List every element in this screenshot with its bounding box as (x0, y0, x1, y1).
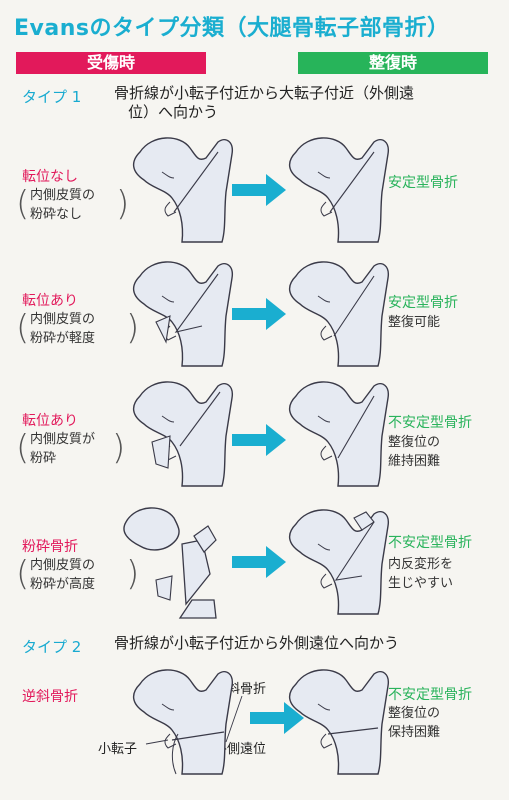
row4-condition: 粉砕骨折 (22, 539, 78, 555)
row4-injury-femur (123, 507, 217, 619)
row4-note2: 生じやすい (388, 576, 454, 591)
reduction-header: 整復時 (298, 52, 488, 74)
row2-subtext: 内側皮質の 粉砕が軽度 (30, 310, 95, 348)
row3-arrow-icon (232, 424, 286, 456)
row3-reduced-femur (288, 381, 390, 487)
row3-condition: 転位あり (22, 413, 78, 429)
row3-sub1: 内側皮質が (30, 432, 96, 447)
row4-note1: 内反変形を (388, 557, 454, 572)
type2-note1: 整復位の (388, 706, 441, 721)
row3-note: 整復位の 維持困難 (388, 433, 440, 471)
row1-close-paren: ) (116, 184, 130, 224)
type1-desc-line2: 位）へ向かう (128, 103, 219, 121)
row1-subtext: 内側皮質の 粉砕なし (30, 186, 95, 224)
row2-sub1: 内側皮質の (30, 312, 96, 327)
type1-desc-line1: 骨折線が小転子付近から大転子付近（外側遠 (114, 84, 415, 102)
row3-injury-femur (132, 381, 234, 487)
page-title: Evansのタイプ分類（大腿骨転子部骨折） (14, 16, 450, 41)
type2-condition: 逆斜骨折 (22, 689, 78, 705)
type2-note: 整復位の 保持困難 (388, 704, 440, 742)
row1-result: 安定型骨折 (388, 175, 458, 191)
callout-lateral-distal: 外側遠位 (214, 742, 267, 757)
row1-open-paren: ( (16, 184, 30, 224)
row4-open-paren: ( (16, 554, 30, 594)
type2-reduced-femur (288, 669, 390, 775)
type2-description: 骨折線が小転子付近から外側遠位へ向かう (114, 634, 400, 652)
row1-condition: 転位なし (22, 169, 78, 185)
row3-result: 不安定型骨折 (388, 415, 472, 431)
row2-note1: 整復可能 (388, 315, 441, 330)
row2-condition: 転位あり (22, 293, 78, 309)
row2-note: 整復可能 (388, 313, 440, 332)
row4-note: 内反変形を 生じやすい (388, 555, 453, 593)
row2-sub2: 粉砕が軽度 (30, 331, 96, 346)
row1-arrow-icon (232, 174, 286, 206)
callout-lesser-trochanter: 小転子 (98, 742, 138, 757)
row2-close-paren: ) (126, 308, 140, 348)
row1-sub1: 内側皮質の (30, 188, 96, 203)
type1-description: 骨折線が小転子付近から大転子付近（外側遠 位）へ向かう (114, 84, 499, 122)
row3-close-paren: ) (112, 428, 126, 468)
row2-reduced-femur (288, 261, 390, 367)
row3-note2: 維持困難 (388, 454, 441, 469)
row1-injury-femur (132, 137, 234, 243)
row2-open-paren: ( (16, 308, 30, 348)
type2-label: タイプ 2 (22, 638, 82, 656)
row2-arrow-icon (232, 298, 286, 330)
type2-note2: 保持困難 (388, 725, 441, 740)
row4-arrow-icon (232, 546, 286, 578)
row4-sub1: 内側皮質の (30, 558, 96, 573)
row3-open-paren: ( (16, 428, 30, 468)
type2-result: 不安定型骨折 (388, 687, 472, 703)
row3-note1: 整復位の (388, 435, 441, 450)
row2-result: 安定型骨折 (388, 295, 458, 311)
row4-subtext: 内側皮質の 粉砕が高度 (30, 556, 95, 594)
row3-sub2: 粉砕 (30, 451, 57, 466)
type2-injury-femur (132, 669, 234, 775)
row2-injury-femur (132, 261, 234, 367)
row1-reduced-femur (288, 137, 390, 243)
row4-sub2: 粉砕が高度 (30, 577, 96, 592)
row4-reduced-femur (288, 509, 390, 615)
row3-subtext: 内側皮質が 粉砕 (30, 430, 95, 468)
row4-result: 不安定型骨折 (388, 535, 472, 551)
row4-close-paren: ) (126, 554, 140, 594)
injury-header: 受傷時 (16, 52, 206, 74)
row1-sub2: 粉砕なし (30, 207, 83, 222)
type1-label: タイプ 1 (22, 88, 82, 106)
